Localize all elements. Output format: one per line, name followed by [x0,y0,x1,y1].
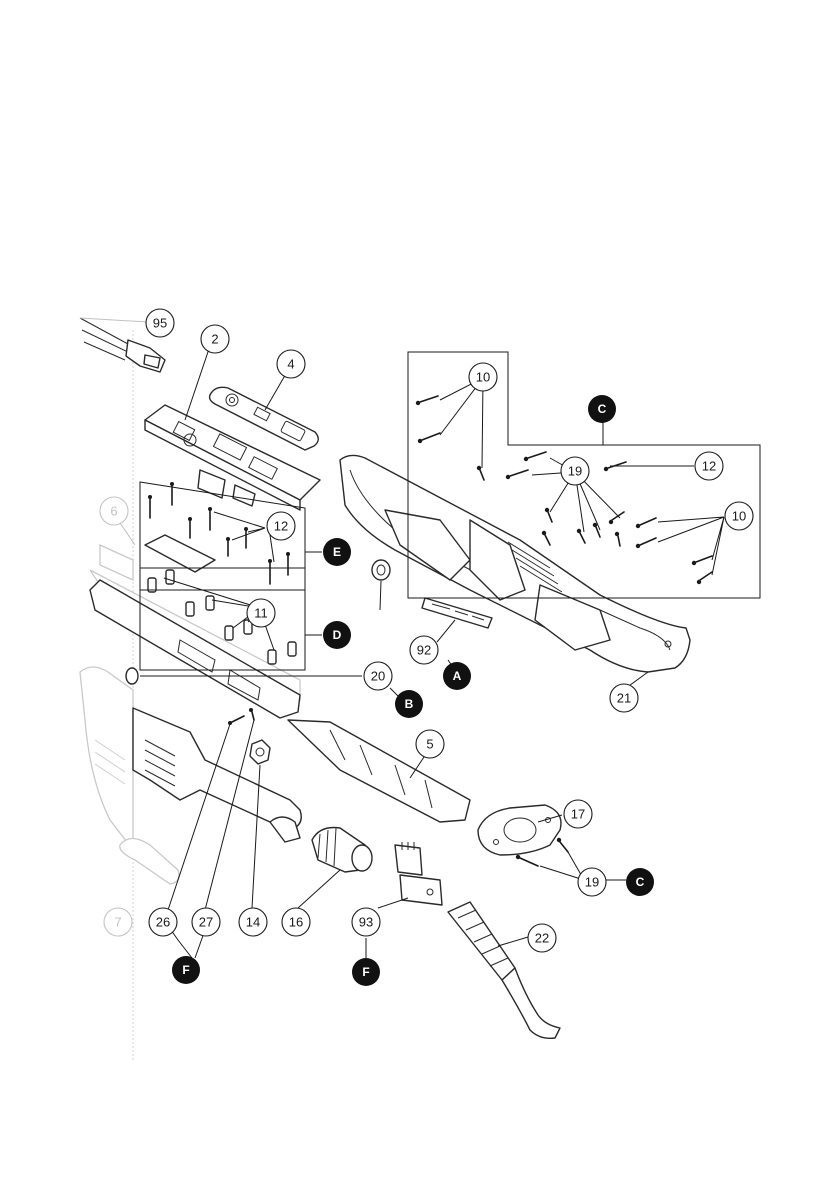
marker-c-bottom-label: C [636,875,645,889]
callout-22: 22 [528,924,556,952]
callout-2: 2 [201,325,229,353]
callout-92-label: 92 [417,643,431,658]
callout-12-left: 12 [267,512,295,540]
callout-95: 95 [146,309,174,337]
part-93-connector [395,842,442,905]
callout-11-label: 11 [254,606,268,621]
callout-10-top: 10 [469,363,497,391]
callout-4: 4 [277,350,305,378]
callout-22-label: 22 [535,931,549,946]
callout-26: 26 [149,908,177,936]
callout-7: 7 [104,908,132,936]
marker-a: A [443,662,471,690]
callout-4-label: 4 [287,357,294,372]
callout-95-label: 95 [153,316,167,331]
callout-27-label: 27 [199,915,213,930]
marker-f-right: F [352,958,380,986]
screws-26-27 [228,708,254,725]
callout-5: 5 [416,730,444,758]
callout-21-label: 21 [617,691,631,706]
callout-5-label: 5 [426,737,433,752]
part-22-cable [448,902,560,1038]
marker-c-top-label: C [598,402,607,416]
marker-b: B [395,690,423,718]
part-6-faded-plate [100,545,133,580]
part-21-housing [340,455,690,672]
callout-19-top-label: 19 [568,464,582,479]
callout-12-right-label: 12 [702,459,716,474]
part-92-label [422,598,492,628]
part-17-endcap [478,805,561,855]
callout-12-right: 12 [695,452,723,480]
marker-f-right-label: F [362,965,369,979]
callout-11: 11 [247,599,275,627]
lower-body-housing [133,708,301,842]
callout-19-bottom-label: 19 [585,875,599,890]
callout-19-bottom: 19 [578,868,606,896]
callout-20-label: 20 [371,669,385,684]
callout-14-label: 14 [246,915,260,930]
callout-21: 21 [610,684,638,712]
callout-20: 20 [364,662,392,690]
part-14-nut [250,740,270,764]
marker-e-label: E [333,545,341,559]
marker-d: D [323,621,351,649]
callout-6: 6 [100,497,128,525]
callout-7-label: 7 [114,915,121,930]
callout-16: 16 [282,908,310,936]
callout-17: 17 [564,800,592,828]
callout-19-top: 19 [561,457,589,485]
callout-2-label: 2 [211,332,218,347]
part-5-inner-frame [288,720,470,822]
marker-c-bottom: C [626,868,654,896]
part-16-knob [312,828,372,873]
marker-b-label: B [405,697,414,711]
callout-10-right: 10 [725,502,753,530]
callout-16-label: 16 [289,915,303,930]
marker-a-label: A [453,669,462,683]
marker-c-top: C [588,395,616,423]
callout-14: 14 [239,908,267,936]
callout-93-label: 93 [359,915,373,930]
callout-92: 92 [410,636,438,664]
callout-27: 27 [192,908,220,936]
callout-10-top-label: 10 [476,370,490,385]
callout-17-label: 17 [571,807,585,822]
marker-d-label: D [333,628,342,642]
marker-f-left-label: F [182,963,189,977]
callout-6-label: 6 [110,504,117,519]
part-7-faded-clip [120,839,179,885]
callout-93: 93 [352,908,380,936]
callout-10-right-label: 10 [732,509,746,524]
marker-e: E [323,538,351,566]
callout-26-label: 26 [156,915,170,930]
marker-f-left: F [172,956,200,984]
shim-plate [145,535,215,572]
callout-12-left-label: 12 [274,519,288,534]
